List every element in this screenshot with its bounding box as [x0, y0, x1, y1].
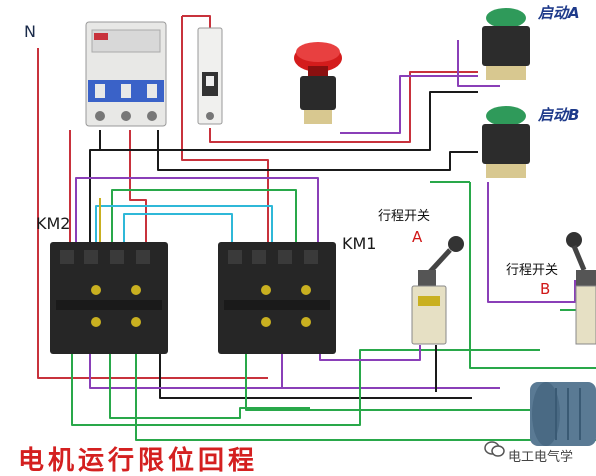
emergency-stop-icon	[294, 42, 342, 124]
wechat-icon	[484, 441, 505, 457]
start-button-icon	[482, 8, 530, 80]
wire-black-3	[157, 130, 478, 171]
contactor-icon	[50, 242, 168, 354]
contactor-icon	[218, 242, 336, 354]
wire-green-4	[135, 345, 596, 441]
wire-neutral	[37, 48, 268, 379]
wire-cyan-1	[95, 205, 273, 245]
diagram-title: 电机运行限位回程	[18, 446, 259, 476]
wire-black-4	[159, 345, 472, 399]
wire-green-5	[245, 345, 596, 411]
single-pole-breaker-icon	[197, 27, 223, 125]
wire-cyan-2	[123, 213, 233, 245]
watermark-text: 电工电气学	[508, 450, 574, 465]
wire-purple-2	[340, 75, 478, 134]
wire-purple-3	[457, 40, 500, 87]
wire-green-3	[109, 345, 310, 419]
wire-purple-4	[487, 182, 576, 303]
limit-switch-icon	[411, 236, 464, 345]
wire-green-6	[469, 182, 596, 369]
limit-switch-a-letter: A	[412, 228, 423, 246]
wire-black-1	[99, 91, 478, 151]
wire-red-4	[209, 71, 478, 143]
motor-icon	[530, 382, 596, 446]
wire-purple-1	[75, 177, 319, 245]
start-a-label: 启动A	[538, 4, 580, 22]
start-b-label: 启动B	[538, 106, 580, 124]
wire-purple-5	[89, 345, 282, 389]
start-button-icon	[482, 106, 530, 178]
circuit-breaker-icon	[85, 21, 167, 127]
wire-red-3	[181, 16, 269, 245]
neutral-label: N	[24, 22, 36, 41]
wire-red-2	[182, 15, 211, 30]
wires	[37, 15, 596, 441]
limit-switch-b-letter: B	[540, 280, 551, 298]
km1-label: KM1	[342, 234, 377, 253]
limit-switch-b-label: 行程开关	[506, 263, 559, 278]
km2-label: KM2	[36, 214, 71, 233]
wire-purple-6	[281, 345, 500, 389]
wire-black-2	[89, 149, 100, 245]
wire-red-5	[129, 130, 147, 245]
limit-switch-a-label: 行程开关	[378, 209, 431, 224]
limit-switch-icon	[566, 232, 596, 345]
wire-green-1	[111, 189, 297, 245]
